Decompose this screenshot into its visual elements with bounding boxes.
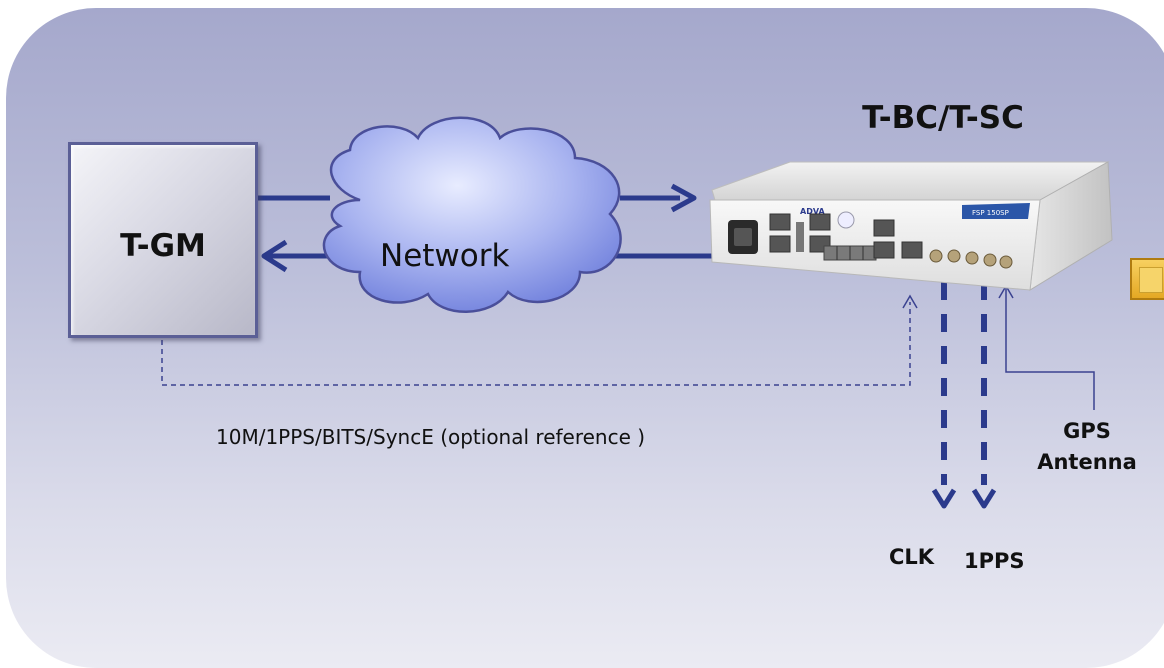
pps-output-arrow: [971, 282, 997, 509]
arrow-down-icon: [931, 488, 957, 509]
clk-output-label: CLK: [889, 545, 935, 569]
tgm-box: [68, 142, 258, 338]
network-device-icon: FSP 150SP ADVA: [709, 161, 1113, 291]
pps-output-label: 1PPS: [964, 549, 1025, 573]
gps-antenna-label: GPS Antenna: [1012, 416, 1162, 478]
optional-reference-line: [161, 302, 911, 386]
optional-reference-label: 10M/1PPS/BITS/SyncE (optional reference …: [216, 425, 646, 449]
cloud-icon: [322, 116, 622, 313]
diagram-background: [6, 8, 1164, 668]
device-model-text: FSP 150SP: [972, 209, 1009, 217]
device-title: T-BC/T-SC: [862, 100, 1024, 136]
arrow-down-icon: [971, 488, 997, 509]
arrow-right-icon: [670, 183, 697, 213]
clk-output-arrow: [931, 282, 957, 509]
arrow-left-icon: [261, 239, 288, 273]
gps-label-line2: Antenna: [1037, 450, 1137, 474]
network-label: Network: [380, 238, 510, 274]
gps-antenna-line: [1005, 288, 1095, 410]
next-slide-button[interactable]: [1130, 258, 1164, 300]
tgm-to-device-line: [258, 183, 697, 213]
gps-label-line1: GPS: [1063, 419, 1111, 443]
device-brand-text: ADVA: [800, 207, 825, 216]
tgm-label: T-GM: [120, 228, 206, 264]
